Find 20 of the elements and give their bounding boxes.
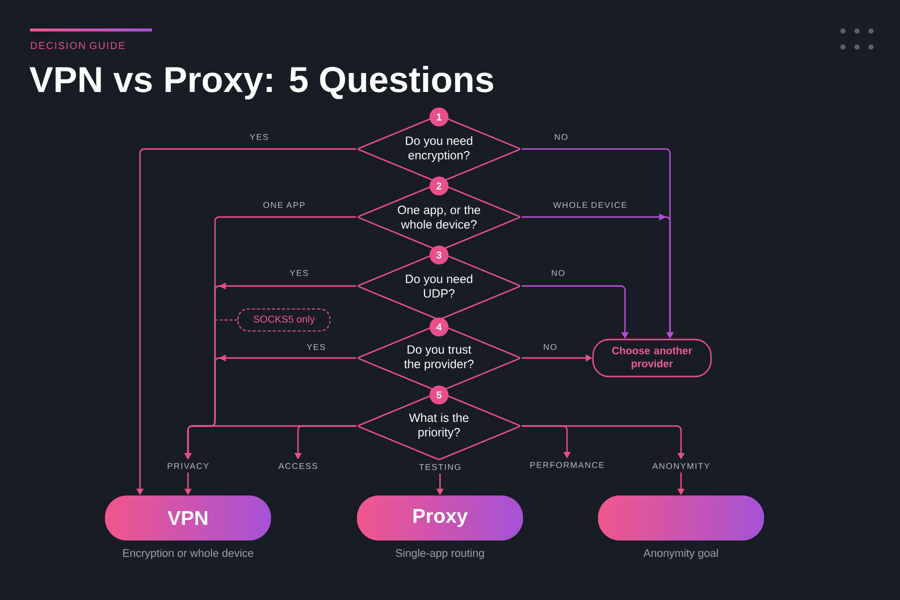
outcome-box: Choose another provider	[592, 338, 712, 378]
branch-label: ACCESS	[278, 463, 318, 469]
description-label: Single-app routing	[396, 548, 484, 560]
branch-label: PERFORMANCE	[530, 462, 604, 468]
branch-label: TESTING	[419, 464, 460, 470]
leader-line	[215, 319, 238, 321]
description-label: Anonymity goal	[643, 548, 718, 560]
number-badge: 5	[430, 386, 448, 404]
number-badge: 1	[430, 108, 448, 126]
number-badge: 3	[430, 246, 448, 264]
title: VPN vs Proxy: 5 Questions	[29, 66, 494, 100]
note-box: SOCKS5 only	[237, 308, 331, 332]
description-label: Encryption or whole device	[123, 548, 254, 560]
branch-label: PRIVACY	[168, 463, 209, 469]
result-pill: Proxy	[357, 496, 523, 540]
number-badge: 2	[430, 176, 448, 196]
section-label: DECISION GUIDE	[31, 42, 125, 50]
result-pill: VPN	[105, 496, 271, 540]
branch-label: ANONYMITY	[652, 463, 710, 469]
number-badge: 4	[430, 318, 448, 336]
